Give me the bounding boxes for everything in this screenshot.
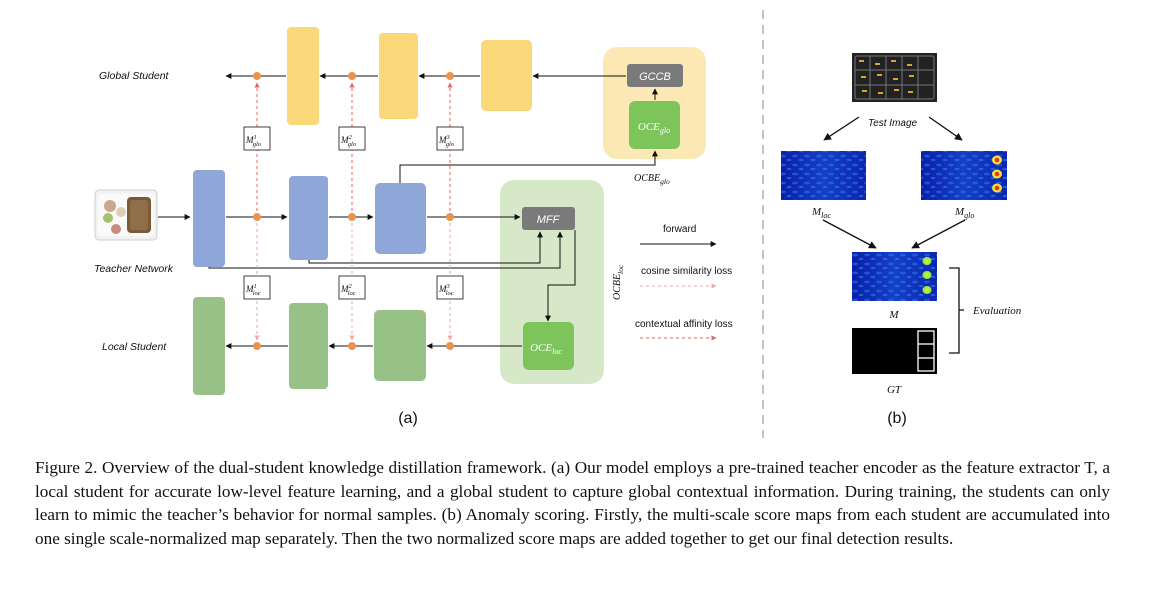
global-student-block-1 <box>287 27 319 125</box>
teacher-network-label: Teacher Network <box>94 263 174 275</box>
m-glo-map <box>921 151 1007 200</box>
input-image <box>94 189 158 241</box>
global-student-block-2 <box>379 33 418 119</box>
legend-cosine-label: cosine similarity loss <box>641 266 732 277</box>
gt-map-label: GT <box>887 384 902 396</box>
teacher-block-1 <box>193 170 225 267</box>
local-student-block-1 <box>193 297 225 395</box>
legend-forward-label: forward <box>663 224 696 235</box>
panel-a-label: (a) <box>398 410 418 427</box>
mff-label: MFF <box>537 214 561 226</box>
teacher-block-2 <box>289 176 328 260</box>
test-image <box>852 53 937 102</box>
ocbe-loc-label: OCBEloc <box>612 264 625 300</box>
m-loc-map-label: Mloc <box>811 206 831 220</box>
framework-diagram: Global Student Teacher Network Local Stu… <box>94 10 1022 438</box>
evaluation-label: Evaluation <box>972 305 1022 317</box>
m-loc-map <box>781 151 866 200</box>
local-student-label: Local Student <box>102 341 167 353</box>
global-student-block-3 <box>481 40 532 111</box>
local-student-block-3 <box>374 310 426 381</box>
gccb-label: GCCB <box>639 71 671 83</box>
panel-b-label: (b) <box>887 410 907 427</box>
gt-map <box>852 328 937 374</box>
m-map-label: M <box>888 309 899 321</box>
gccb-box <box>627 64 683 87</box>
oce-loc-label: OCEloc <box>530 342 562 356</box>
junction-dots <box>253 72 454 350</box>
global-student-label: Global Student <box>99 70 170 82</box>
teacher-block-3 <box>375 183 426 254</box>
evaluation-brace <box>949 267 964 354</box>
mff-box <box>522 207 575 230</box>
m-map <box>852 252 937 301</box>
ocbe-glo-label: OCBEglo <box>634 173 670 186</box>
legend: forward cosine similarity loss contextua… <box>635 224 733 341</box>
local-student-block-2 <box>289 303 328 389</box>
figure-caption: Figure 2. Overview of the dual-student k… <box>35 458 1110 548</box>
m-glo-map-label: Mglo <box>954 206 974 220</box>
oce-glo-box <box>629 101 680 149</box>
oce-loc-box <box>523 322 574 370</box>
test-image-label: Test Image <box>868 118 918 129</box>
oce-glo-label: OCEglo <box>638 121 670 135</box>
legend-contextual-label: contextual affinity loss <box>635 319 733 330</box>
